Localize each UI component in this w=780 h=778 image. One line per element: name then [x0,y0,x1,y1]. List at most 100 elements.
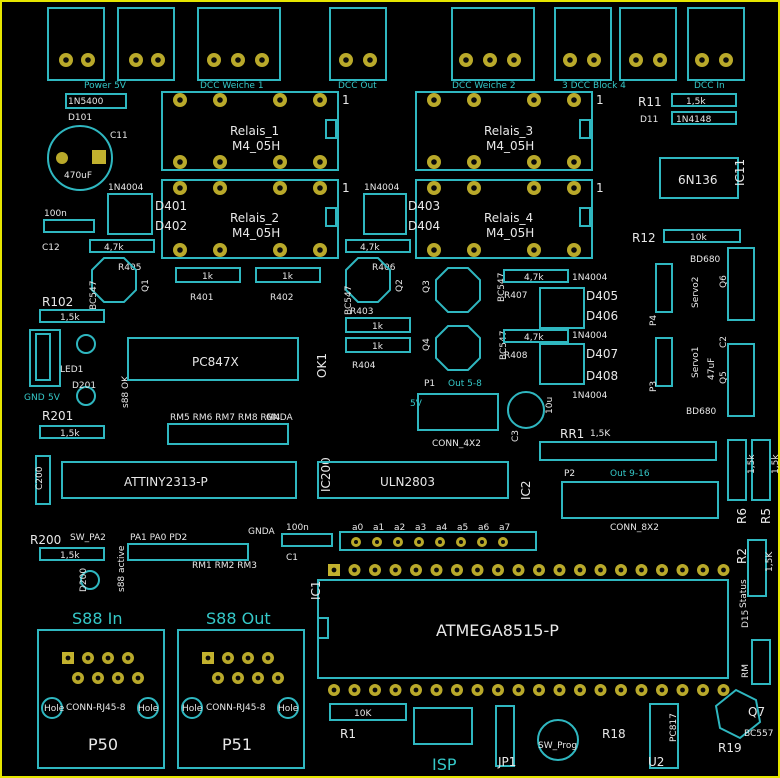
q6-label: Q6 [719,275,729,288]
q7-label: Q7 [748,705,765,719]
pad-hole [177,97,183,103]
attiny-block: RM5 RM6 RM7 RM8 RM4 GNDA C200 ATTINY2313… [30,413,333,592]
pad-hole [65,655,71,661]
p50-rj45 [37,629,165,769]
u2-val: PC817 [669,713,679,742]
s88-out-label: S88 Out [206,609,271,628]
pad-hole [125,655,131,661]
pad-hole [352,567,357,573]
pad-hole [217,97,223,103]
r406-label: R406 [372,263,396,273]
bottom-block: S88 In S88 Out Hole Hole Hole Hole CONN-… [37,609,679,774]
ic2-label: IC2 [519,480,533,500]
ic200-body [61,461,297,499]
relay-1-model: M4_05H [232,139,280,153]
d200-label: D200 [79,568,89,592]
rr1-label: RR1 [560,427,584,441]
d404-label: D404 [408,219,440,233]
q3-label: Q3 [422,280,432,293]
isp-label: ISP [432,755,457,774]
relay-4 [415,179,593,259]
pad-hole [211,57,217,63]
p3-name: Servo1 [691,346,701,378]
r407-label: R407 [504,291,527,301]
pad-hole [431,159,437,165]
pad-hole [372,687,378,693]
pad-hole [591,57,597,63]
p2-label: P2 [564,469,575,479]
gnd-label: GND [24,393,45,403]
pad-hole [557,687,562,693]
pad-hole [571,247,577,253]
pad-hole [217,159,223,165]
c11-capacitor [47,125,113,191]
pad-hole [454,567,460,573]
r201-label: R201 [42,409,73,423]
r401-r402: 1k 1k R401 R402 [175,267,321,303]
pad-hole [571,97,577,103]
pad-hole [571,159,577,165]
pad-hole [133,57,139,63]
pad-hole [317,185,323,191]
pad-hole [471,159,477,165]
jp1-label: JP1 [497,755,516,769]
r11-label: R11 [638,95,662,109]
pad-hole [85,655,91,661]
p4-name: Servo2 [691,276,701,308]
d401-label: D401 [155,199,187,213]
d401-val: 1N4004 [108,183,144,193]
label-dcc-out: DCC Out [338,81,377,91]
r201-val: 1,5k [60,429,80,439]
pad-hole [598,567,603,573]
c2-label: C2 [719,336,729,348]
s88-ok-label: s88 OK [121,375,131,408]
pad-hole [680,687,685,693]
pad-hole [531,247,537,253]
pad-hole [255,675,261,681]
pad-hole [393,687,398,693]
pad-hole [501,540,505,544]
r5-val: 1,5k [771,454,780,474]
pad-hole [396,540,400,544]
pad-hole [633,57,639,63]
ic11-label: IC11 [733,159,747,186]
r401-label: R401 [190,293,213,303]
pad-hole [372,567,378,573]
a-row-label: a5 [457,523,468,533]
a-row-label: a1 [373,523,384,533]
d407-label: D407 [586,347,618,361]
d408-val: 1N4004 [572,391,608,401]
ic200-val: ATTINY2313-P [124,475,208,489]
pad-hole [475,567,480,573]
transistors-bc547: Q1 BC547 Q2 BC547 Q3 BC547 Q4 BC547 [89,257,509,371]
pa-row: PA1 PA0 PD2 [130,533,187,543]
pad-hole [205,655,211,661]
rm-label: RM [741,664,751,678]
pad-hole [215,675,221,681]
pad-hole [516,687,521,693]
relay-1-label: Relais_1 [230,124,279,138]
q6-type: BD680 [690,255,721,265]
r402-label: R402 [270,293,293,303]
r2-label: R2 [735,548,749,564]
c12-label: C12 [42,243,60,253]
u2-label: U2 [648,755,664,769]
pad-hole [495,567,501,573]
pad-hole [115,675,121,681]
pad-hole [225,655,231,661]
r407-val: 4,7k [524,273,544,283]
p50-hole-r: Hole [138,704,159,714]
p51-conn: CONN-RJ45-8 [206,703,266,713]
relay-2-label: Relais_2 [230,211,279,225]
relay-4-pin1: 1 [596,181,604,195]
pad-hole [699,57,705,63]
s88-in-label: S88 In [72,609,122,628]
c11-value: 470uF [64,171,92,181]
a-row-label: a3 [415,523,426,533]
pad-hole [471,185,477,191]
r12-label: R12 [632,231,656,245]
pad-hole [434,567,439,573]
ic11-val: 6N136 [678,173,718,187]
pad-hole [438,540,442,544]
p1-conn: CONN_4X2 [432,439,481,449]
